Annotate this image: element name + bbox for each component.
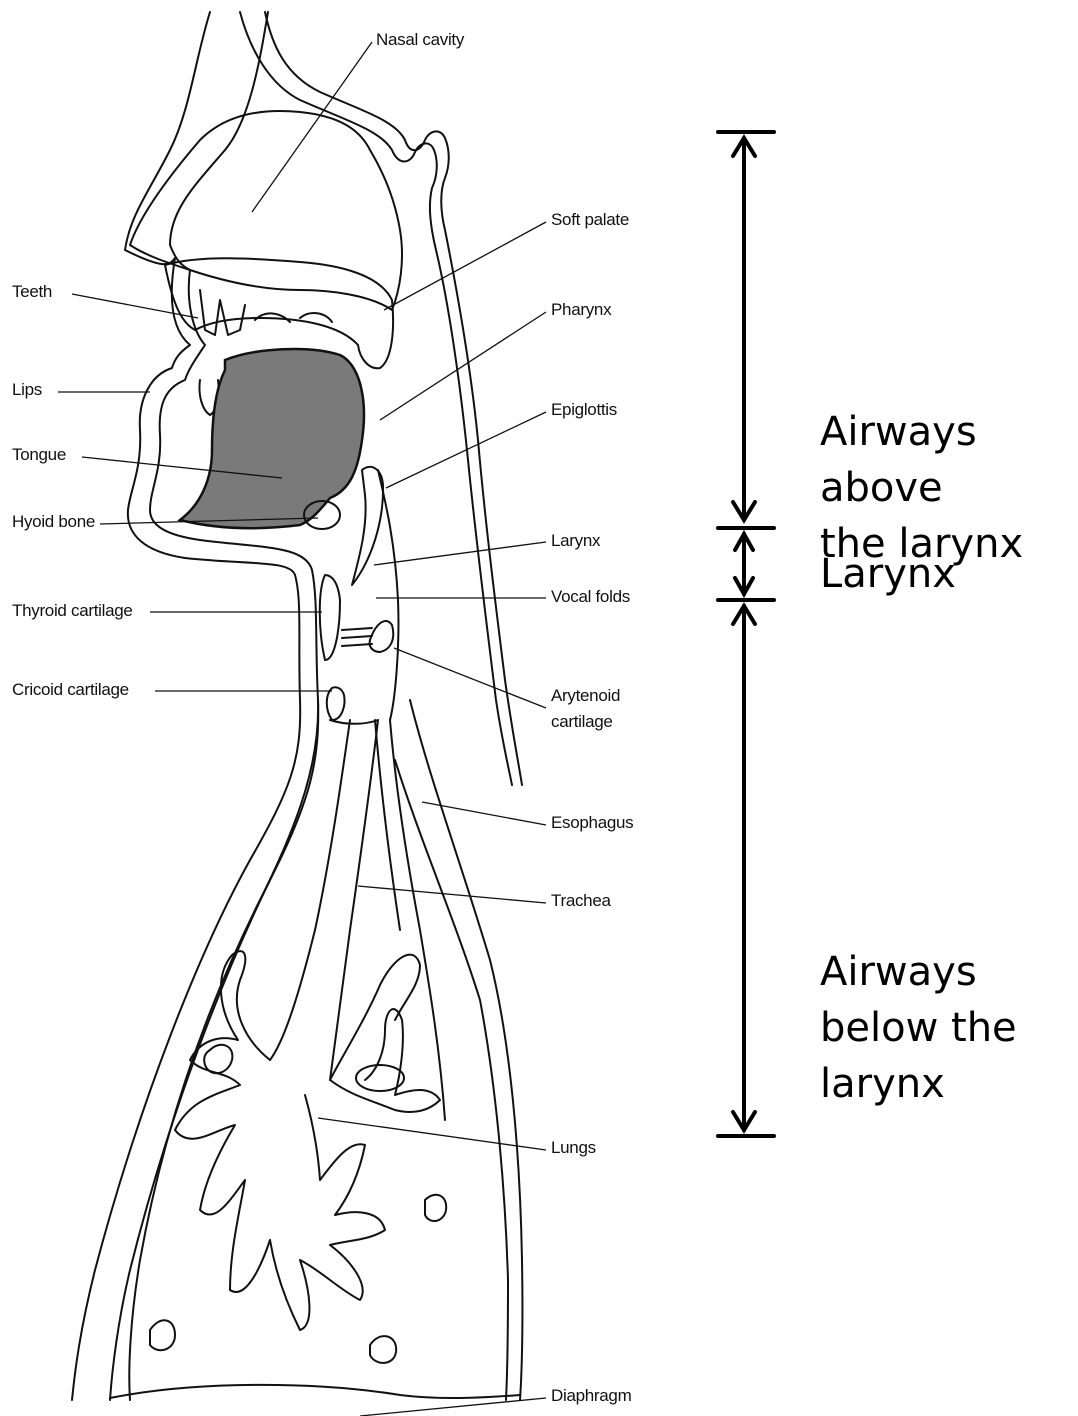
label-arytenoid-line1: Arytenoid [551,686,620,706]
label-teeth: Teeth [12,282,52,302]
trachea-shape [270,720,378,1080]
upper-teeth [200,290,332,335]
label-larynx: Larynx [551,531,600,551]
chest-inner-wall [129,700,318,1400]
label-thyroid-cartilage: Thyroid cartilage [12,601,133,621]
label-hyoid-bone: Hyoid bone [12,512,95,532]
label-diaphragm: Diaphragm [551,1386,631,1406]
region-below-line2: below the [820,1000,1017,1056]
epiglottis-shape [352,467,383,585]
label-lips: Lips [12,380,42,400]
lung-bronchi-right [330,955,440,1112]
label-epiglottis: Epiglottis [551,400,617,420]
label-lungs: Lungs [551,1138,596,1158]
region-below-larynx-label: Airways below the larynx [820,944,1017,1112]
chest-back-wall [395,700,522,1400]
nasal-cavity-outline [130,111,402,310]
tongue-shape [180,349,364,528]
label-trachea: Trachea [551,891,611,911]
esophagus-shape [375,720,445,1120]
label-cricoid-cartilage: Cricoid cartilage [12,680,129,700]
head-outline [72,12,300,1400]
lung-lobe-oval [356,1065,404,1091]
lung-small-lobe-bottom [150,1195,446,1363]
region-below-line3: larynx [820,1056,1017,1112]
label-arytenoid-line2: cartilage [551,712,613,732]
lung-small-lobe-left [204,1045,232,1073]
cricoid-cartilage-shape [327,687,345,720]
label-esophagus: Esophagus [551,813,633,833]
label-pharynx: Pharynx [551,300,611,320]
thyroid-cartilage-shape [320,575,340,660]
arytenoid-shape [370,621,394,652]
region-above-line1: Airways above [820,404,1078,516]
vocal-folds-shape [342,628,372,646]
lung-bronchi-left [175,951,385,1330]
label-nasal-cavity: Nasal cavity [376,30,464,50]
label-vocal-folds: Vocal folds [551,587,630,607]
region-below-line1: Airways [820,944,1017,1000]
region-larynx-label: Larynx [820,546,956,602]
diaphragm-shape [110,1385,520,1398]
label-soft-palate: Soft palate [551,210,629,230]
region-brackets [718,132,774,1136]
label-tongue: Tongue [12,445,66,465]
leader-lines [58,42,546,1416]
